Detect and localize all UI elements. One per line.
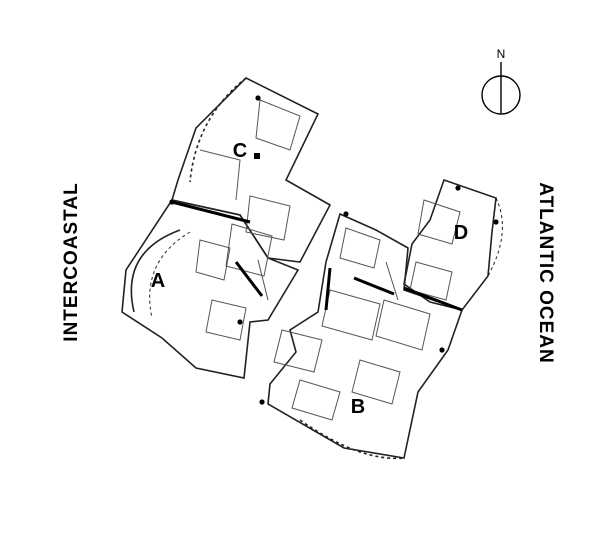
wing-b-outline — [267, 212, 464, 459]
partition — [257, 259, 269, 301]
partition — [225, 223, 273, 277]
unit-label-d: D — [454, 222, 468, 244]
partition — [417, 199, 461, 245]
core-wall-right — [353, 276, 395, 296]
wing-d-curve — [487, 197, 503, 277]
demising-wall-ac — [171, 200, 251, 224]
partition — [291, 379, 341, 421]
label-atlantic-ocean: ATLANTIC OCEAN — [535, 182, 556, 364]
column-square — [254, 153, 260, 159]
wing-a-curve — [130, 229, 181, 313]
wing-a-curve-inner — [149, 231, 191, 319]
partition — [255, 99, 301, 151]
wing-a-outline — [121, 199, 300, 379]
partition — [199, 149, 241, 201]
partition — [409, 261, 453, 301]
columns — [169, 95, 499, 405]
north-compass: N — [481, 47, 521, 115]
partition — [321, 289, 381, 341]
core-wall-right-2 — [324, 267, 332, 311]
column-dot — [259, 399, 265, 405]
column-dot — [343, 211, 349, 217]
partition — [351, 359, 401, 405]
demising-wall-db — [403, 286, 463, 312]
wing-c-curve — [189, 77, 247, 183]
partition — [205, 299, 247, 341]
demising-walls — [171, 200, 463, 312]
wing-left — [121, 77, 332, 379]
partition — [245, 195, 291, 241]
partition — [339, 227, 381, 269]
column-dot — [237, 319, 243, 325]
label-intercoastal: INTERCOASTAL — [61, 182, 82, 342]
core-wall-left — [234, 261, 264, 297]
partition — [385, 261, 399, 301]
partition — [273, 329, 323, 373]
partition — [195, 239, 231, 281]
unit-label-b: B — [351, 396, 365, 418]
wing-c-outline — [170, 77, 332, 263]
column-dot — [169, 199, 175, 205]
partition — [375, 299, 431, 351]
column-dot — [439, 347, 445, 353]
column-dot — [255, 95, 261, 101]
unit-label-c: C — [233, 140, 247, 162]
compass-north-letter: N — [497, 47, 506, 61]
unit-label-a: A — [151, 270, 165, 292]
column-dot — [455, 185, 461, 191]
wing-right — [267, 178, 503, 460]
interior-walls — [195, 99, 461, 421]
wing-b-curve — [299, 419, 405, 460]
column-dot — [493, 219, 499, 225]
wing-d-outline — [403, 178, 497, 311]
